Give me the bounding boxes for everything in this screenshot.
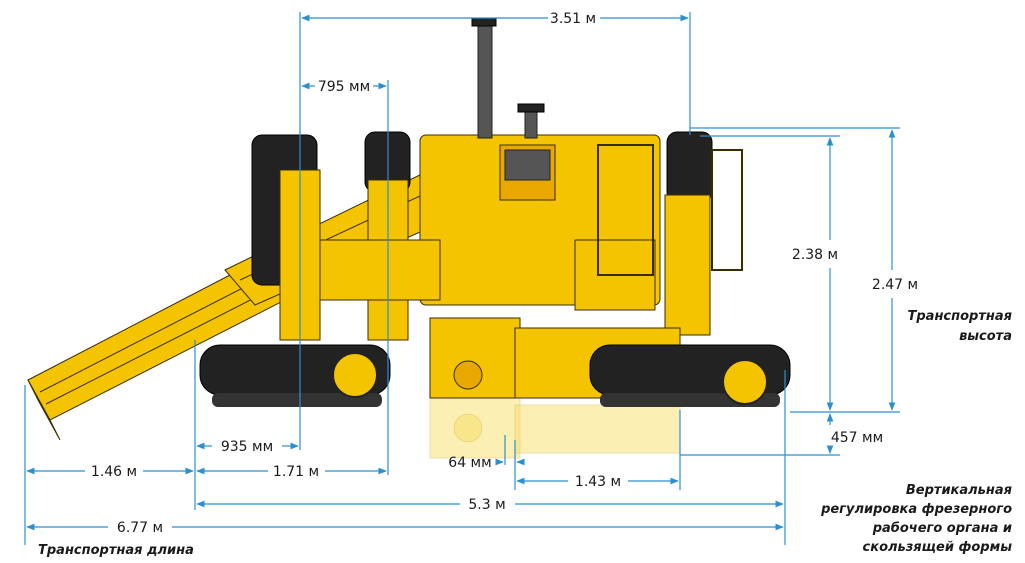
- tracks: [199, 344, 791, 407]
- label-53: 5.3 м: [468, 497, 505, 513]
- ghost-mold: [429, 397, 681, 459]
- note-transport-length: Транспортная длина: [38, 543, 194, 558]
- label-171: 1.71 м: [273, 464, 319, 480]
- label-247: 2.47 м: [872, 277, 918, 293]
- note-vertical-1: Вертикальная: [906, 483, 1012, 498]
- label-457: 457 мм: [831, 430, 883, 446]
- label-351: 3.51 м: [550, 11, 596, 27]
- dimension-lines: [24, 12, 900, 545]
- label-143: 1.43 м: [575, 474, 621, 490]
- label-238: 2.38 м: [792, 247, 838, 263]
- label-795: 795 мм: [318, 79, 370, 95]
- note-vertical-3: рабочего органа и: [872, 521, 1012, 536]
- note-transport-height-2: высота: [959, 329, 1012, 344]
- dimension-labels: 3.51 м 795 мм 2.38 м 2.47 м 457 мм 935 м…: [91, 11, 918, 536]
- main-body: [319, 17, 743, 311]
- note-vertical-4: скользящей формы: [863, 540, 1013, 555]
- note-vertical-2: регулировка фрезерного: [820, 502, 1012, 517]
- notes: Транспортная высота Транспортная длина В…: [38, 309, 1012, 558]
- machine-illustration: [27, 17, 791, 459]
- label-677: 6.77 м: [117, 520, 163, 536]
- label-146: 1.46 м: [91, 464, 137, 480]
- label-64: 64 мм: [448, 455, 491, 471]
- label-935: 935 мм: [221, 439, 273, 455]
- note-transport-height-1: Транспортная: [908, 309, 1013, 324]
